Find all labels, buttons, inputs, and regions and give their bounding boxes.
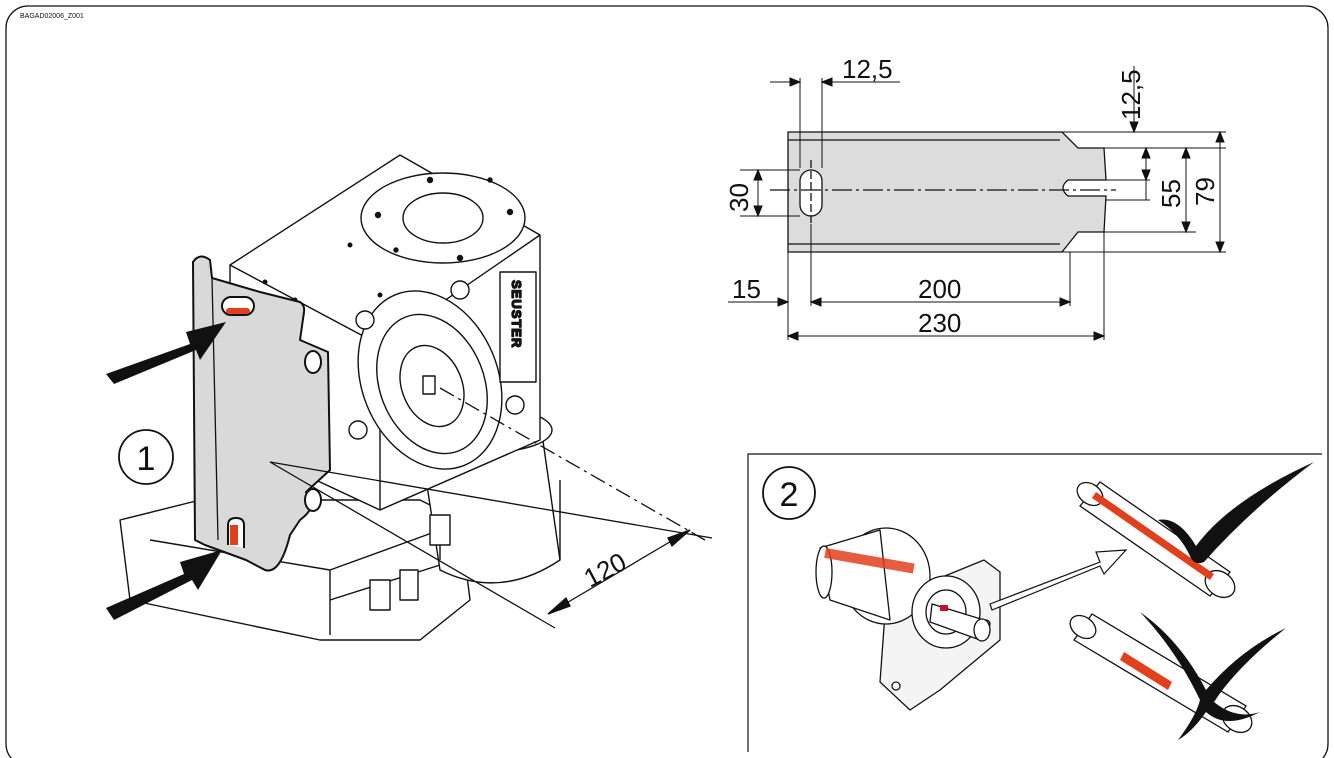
dim-79: 79 [1190,177,1220,206]
step-1-marker: 1 [118,429,174,485]
mounting-plate [192,255,331,572]
checkmark-icon [1158,462,1314,564]
page-frame [5,5,1329,758]
brand-label: SEUSTER [509,280,524,348]
hub-assembly [815,527,1001,711]
step-2-panel: 2 [747,453,1322,752]
plate-dimensions [728,66,1226,341]
dim-200: 200 [918,274,961,304]
svg-text:2: 2 [780,476,799,514]
arrow-icon [106,322,226,620]
shaft-correct [1076,481,1236,599]
cross-icon [1140,612,1286,740]
dim-30: 30 [724,183,754,212]
dimension-120 [269,387,713,629]
dim-230: 230 [918,308,961,338]
dim-120-label: 120 [579,546,631,593]
svg-text:1: 1 [137,440,156,478]
plate-drawing [770,131,1116,253]
drawing-reference: BAGAD02006_Z001 [20,13,84,20]
arrow-icon [989,549,1128,611]
dim-right-12-5: 12,5 [1116,69,1146,120]
dim-55: 55 [1156,179,1186,208]
dim-top-12-5: 12,5 [842,54,893,84]
dim-15: 15 [732,274,761,304]
